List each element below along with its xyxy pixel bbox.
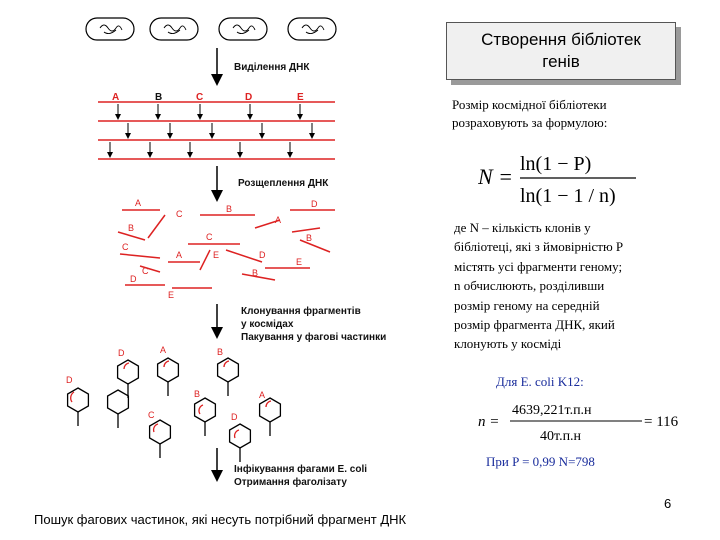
formula1-denominator: ln(1 − 1 / n)	[520, 185, 616, 207]
bacterial-cell	[149, 17, 199, 41]
svg-text:B: B	[252, 268, 258, 278]
step-cloning-label-1: Клонування фрагментів	[241, 305, 361, 317]
library-size-formula: N = ln(1 − P) ln(1 − 1 / n)	[478, 153, 636, 207]
footer-caption: Пошук фагових частинок, які несуть потрі…	[34, 512, 407, 527]
intro-line-1: Розмір космідної бібліотеки	[452, 97, 607, 112]
result-line: При P = 0,99 N=798	[486, 454, 595, 469]
svg-text:A: A	[275, 215, 281, 225]
intro-text: Розмір космідної бібліотеки розраховують…	[452, 96, 702, 132]
svg-text:C: C	[148, 410, 155, 420]
step-isolation-label: Виділення ДНК	[234, 62, 310, 73]
svg-text:C: C	[206, 232, 213, 242]
bacterial-cell	[85, 17, 135, 41]
site-label-d: D	[245, 92, 252, 103]
svg-text:D: D	[66, 375, 73, 385]
bacterial-cell	[287, 17, 337, 41]
svg-text:B: B	[217, 347, 223, 357]
slide-title-line2: генів	[542, 52, 580, 71]
formula2-lhs: n =	[478, 414, 499, 430]
svg-text:E: E	[213, 250, 219, 260]
svg-text:D: D	[118, 348, 125, 358]
site-label-c: C	[196, 92, 203, 103]
desc-line-7: клонують у косміді	[454, 336, 562, 352]
desc-line-6: розмір фрагмента ДНК, який	[454, 317, 615, 333]
bacterial-cells	[85, 17, 337, 41]
formula-description: де N – кількість клонів у бібліотеці, як…	[454, 218, 704, 354]
ecoli-heading: Для E. coli K12:	[496, 374, 584, 389]
site-label-a: A	[112, 92, 119, 103]
dna-strands	[98, 101, 335, 160]
svg-text:A: A	[259, 390, 265, 400]
svg-text:D: D	[231, 412, 238, 422]
formula1-lhs: N =	[478, 164, 513, 189]
svg-text:C: C	[122, 242, 129, 252]
formula2-result: = 116	[644, 414, 678, 430]
formula2-denominator: 40т.п.н	[540, 429, 582, 444]
svg-text:A: A	[135, 198, 141, 208]
step-infection-label-1: Інфікування фагами E. coli	[234, 463, 367, 475]
svg-text:B: B	[194, 389, 200, 399]
step-infection-label-2: Отримання фаголізату	[234, 476, 347, 488]
desc-line-3: містять усі фрагменти геному;	[454, 258, 623, 274]
slide-title-box: Створення бібліотек генів	[446, 22, 676, 80]
svg-text:C: C	[142, 266, 149, 276]
site-label-e: E	[297, 92, 304, 103]
desc-line-1: де N – кількість клонів у	[454, 220, 591, 235]
site-labels: A B C D E	[112, 92, 304, 103]
phage-particles	[66, 357, 282, 462]
cut-arrows	[107, 104, 315, 158]
genomic-library-diagram: Виділення ДНК A B C D E Розщеплення ДНК	[66, 17, 386, 488]
step-cloning-label-3: Пакування у фагові частинки	[241, 331, 386, 343]
bacterial-cell	[218, 17, 268, 41]
step-cloning-label-2: у космідах	[241, 319, 294, 330]
fragment-count-formula: n = 4639,221т.п.н 40т.п.н = 116	[478, 403, 678, 444]
formula1-numerator: ln(1 − P)	[520, 153, 591, 175]
svg-text:E: E	[168, 290, 174, 300]
svg-text:D: D	[259, 250, 266, 260]
slide-title-line1: Створення бібліотек	[481, 30, 641, 49]
dna-fragments	[117, 209, 335, 289]
svg-text:D: D	[130, 274, 137, 284]
svg-text:B: B	[128, 223, 134, 233]
svg-text:D: D	[311, 199, 318, 209]
svg-text:B: B	[226, 204, 232, 214]
intro-line-2: розраховують за формулою:	[452, 115, 608, 130]
page-number: 6	[664, 496, 672, 511]
svg-text:B: B	[306, 233, 312, 243]
svg-text:E: E	[296, 257, 302, 267]
formula2-numerator: 4639,221т.п.н	[512, 403, 592, 418]
svg-text:A: A	[160, 345, 166, 355]
fragment-labels: A C B D B A C C B E A D C E D B E	[122, 198, 318, 300]
desc-line-5: розмір геному на середній	[454, 297, 600, 313]
desc-line-2: бібліотеці, які з ймовірністю P	[454, 239, 624, 255]
step-cleavage-label: Розщеплення ДНК	[238, 178, 329, 189]
desc-line-4: n обчислюють, розділивши	[454, 278, 605, 294]
site-label-b: B	[155, 92, 162, 103]
svg-text:A: A	[176, 250, 182, 260]
phage-labels: D A B D B A C D	[66, 345, 265, 422]
svg-text:C: C	[176, 209, 183, 219]
